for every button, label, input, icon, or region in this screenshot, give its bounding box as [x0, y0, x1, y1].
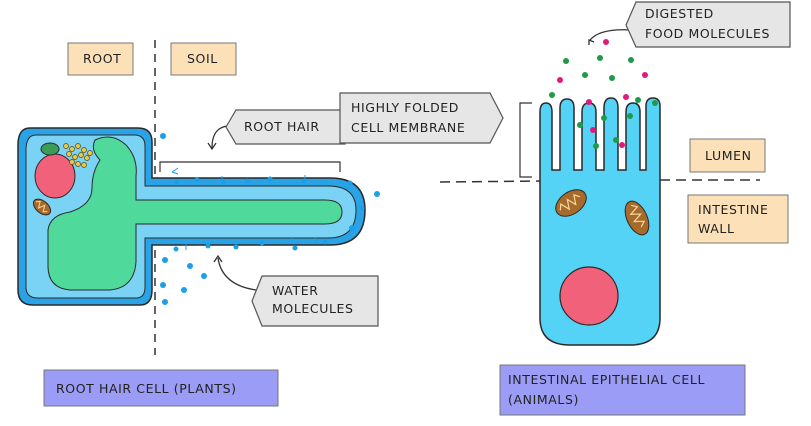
water-arrows [171, 167, 349, 250]
root-hair-cell [17, 127, 366, 306]
food-tag-box [625, 1, 791, 48]
intestine-wall-label-line2: WALL [698, 221, 735, 236]
root-tag-box [67, 42, 134, 76]
animal-caption-line1: INTESTINAL EPITHELIAL CELL [508, 372, 706, 387]
plant-caption-box [43, 369, 279, 407]
folded-label-line2: CELL MEMBRANE [351, 120, 466, 135]
lumen-wall-divider-left [439, 180, 546, 183]
food-molecules [549, 39, 658, 149]
water-label-line1: WATER [272, 283, 319, 298]
soil-label: SOIL [187, 51, 218, 66]
water-molecules [160, 133, 380, 305]
plant-mitochondrion [32, 198, 52, 216]
root-hair-bracket [159, 161, 341, 172]
intestine-wall-tag-box [687, 194, 789, 244]
animal-caption-line2: (ANIMALS) [508, 392, 579, 407]
root-hair-tag-box [225, 109, 346, 145]
folded-membrane-bracket [519, 102, 532, 178]
food-label-line2: FOOD MOLECULES [645, 26, 771, 41]
food-label-line1: DIGESTED [645, 6, 714, 21]
plant-caption: ROOT HAIR CELL (PLANTS) [56, 381, 237, 396]
water-pointer [217, 257, 257, 291]
plant-organelle [40, 142, 60, 156]
lumen-label: LUMEN [705, 148, 752, 163]
starch-granules [63, 143, 93, 168]
lumen-tag-box [689, 138, 766, 173]
epithelial-mitochondrion-1 [555, 189, 587, 217]
folded-tag-box [339, 92, 504, 144]
intestine-wall-label-line1: INTESTINE [698, 202, 769, 217]
plant-nucleus [34, 153, 76, 199]
epithelial-mitochondrion-2 [624, 200, 650, 236]
water-label-line2: MOLECULES [272, 301, 354, 316]
food-pointer [589, 29, 633, 41]
epithelial-nucleus [559, 266, 619, 326]
animal-caption-box [499, 364, 746, 416]
folded-label-line1: HIGHLY FOLDED [351, 100, 460, 115]
water-tag-box [251, 275, 379, 327]
root-hair-label: ROOT HAIR [244, 119, 320, 134]
soil-tag-box [170, 42, 237, 76]
vacuole [47, 136, 343, 291]
root-label: ROOT [83, 51, 122, 66]
